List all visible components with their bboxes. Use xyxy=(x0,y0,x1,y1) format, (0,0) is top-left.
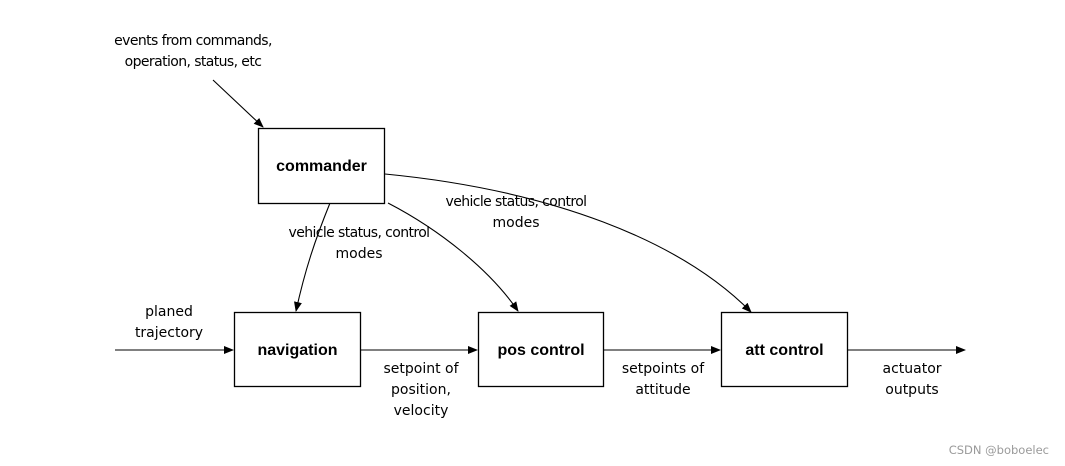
vehicle-status-nav-label-line2: modes xyxy=(336,246,383,262)
setpoint-position-label-line1: setpoint of xyxy=(383,361,459,377)
commander-node: commander xyxy=(257,127,386,205)
vehicle-status-nav-label-line1: vehicle status, control xyxy=(289,225,430,241)
events-label-line2: operation, status, etc xyxy=(125,54,262,70)
planed-trajectory-label-line2: trajectory xyxy=(135,325,203,341)
navigation-node: navigation xyxy=(233,311,362,388)
edge-commander-to-att-control xyxy=(384,173,752,313)
actuator-outputs-label-line1: actuator xyxy=(882,361,941,377)
setpoints-attitude-label-line1: setpoints of xyxy=(622,361,705,377)
edge-commander-to-pos-control xyxy=(387,202,519,312)
att-control-label: att control xyxy=(745,342,823,359)
setpoint-position-label-line3: velocity xyxy=(394,403,449,419)
edge-commander-to-navigation xyxy=(294,202,331,312)
edge-events-to-commander xyxy=(212,79,264,128)
pos-control-label: pos control xyxy=(497,342,584,359)
setpoints-attitude-label-line2: attitude xyxy=(635,382,690,398)
navigation-label: navigation xyxy=(257,342,337,359)
actuator-outputs-label-line2: outputs xyxy=(885,382,938,398)
watermark: CSDN @boboelec xyxy=(949,443,1049,457)
pos-control-node: pos control xyxy=(477,311,605,388)
planed-trajectory-label-line1: planed xyxy=(145,304,193,320)
vehicle-status-att-label-line2: modes xyxy=(493,215,540,231)
vehicle-status-att-label-line1: vehicle status, control xyxy=(446,194,587,210)
setpoint-position-label-line2: position, xyxy=(391,382,451,398)
commander-label: commander xyxy=(276,158,367,175)
events-label-line1: events from commands, xyxy=(114,33,272,49)
att-control-node: att control xyxy=(720,311,849,388)
